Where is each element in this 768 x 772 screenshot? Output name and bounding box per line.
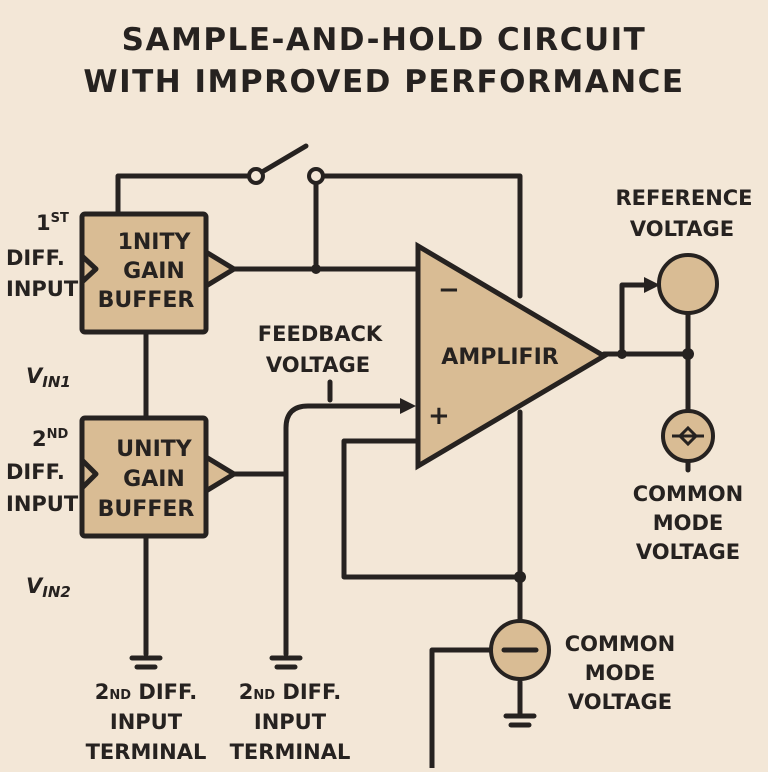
buffer-2-input-arrow-icon [79, 457, 99, 491]
inverting-input-sign: − [438, 275, 460, 305]
vin2-label: VIN2 [26, 574, 71, 601]
junction-dot [311, 264, 321, 274]
common-mode-source-right [661, 409, 715, 463]
diamond-icon [672, 425, 704, 447]
terminal-2-line-3: TERMINAL [230, 740, 351, 764]
common-mode-bottom-line-2: MODE [585, 661, 656, 685]
first-input-line-3: INPUT [6, 277, 79, 301]
terminal-1-line-2: INPUT [110, 710, 183, 734]
buffer-2-output-triangle-icon [203, 452, 239, 496]
switch-blade [259, 143, 309, 175]
wire-bottom-loop [341, 438, 523, 580]
title-line-2: WITH IMPROVED PERFORMANCE [83, 64, 684, 100]
reference-label-line-1: REFERENCE [615, 186, 752, 210]
buffer-2-line-1: UNITY [116, 437, 192, 462]
common-mode-right-line-1: COMMON [633, 482, 744, 506]
junction-dot [617, 349, 627, 359]
buffer-1-output-triangle-icon [203, 247, 239, 291]
second-input-ordinal: 2ND [32, 427, 69, 451]
buffer-1-line-2: GAIN [123, 259, 185, 284]
common-mode-bottom-line-1: COMMON [565, 632, 676, 656]
wire-switch-to-amp-top [319, 173, 523, 299]
wire-source-left-lead [429, 647, 495, 771]
wire-to-reference [619, 282, 649, 357]
unity-gain-buffer-2: UNITY GAIN BUFFER [79, 415, 239, 539]
terminal-2-line-1: 2ND DIFF. [239, 680, 341, 704]
first-diff-input-label: 1ST DIFF. INPUT [6, 211, 79, 301]
common-mode-bottom-line-3: VOLTAGE [568, 690, 672, 714]
noninverting-input-sign: + [428, 401, 450, 431]
second-diff-input-label: 2ND DIFF. INPUT [6, 427, 79, 516]
title-line-1: SAMPLE-AND-HOLD CIRCUIT [122, 22, 647, 58]
wire-buffer1-to-switch [115, 173, 251, 217]
unity-gain-buffer-1: 1NITY GAIN BUFFER [79, 211, 239, 335]
switch-contact [247, 167, 265, 185]
feedback-label-line-1: FEEDBACK [258, 322, 383, 346]
reference-label-line-2: VOLTAGE [630, 217, 734, 241]
buffer-2-line-2: GAIN [123, 467, 185, 492]
first-input-line-2: DIFF. [6, 246, 65, 270]
amplifier: − + AMPLIFIR [415, 241, 609, 471]
sample-switch [247, 143, 325, 185]
vin1-label: VIN1 [26, 364, 71, 391]
first-input-ordinal: 1ST [36, 211, 69, 235]
junction-dot [682, 348, 694, 360]
buffer-2-line-3: BUFFER [98, 497, 195, 522]
buffer-1-line-1: 1NITY [118, 230, 192, 255]
junction-dots [311, 264, 694, 583]
common-mode-right-line-3: VOLTAGE [636, 540, 740, 564]
ground-symbols [129, 655, 537, 728]
switch-contact [307, 167, 325, 185]
common-mode-right-line-2: MODE [653, 511, 724, 535]
junction-dot [514, 571, 526, 583]
reference-voltage-source [657, 253, 719, 315]
common-mode-source-bottom [489, 619, 551, 681]
ground-icon [129, 655, 163, 670]
terminal-1-label: 2ND DIFF. INPUT TERMINAL [86, 680, 207, 764]
buffer-1-input-arrow-icon [79, 253, 99, 285]
terminal-1-line-3: TERMINAL [86, 740, 207, 764]
buffer-1-line-3: BUFFER [98, 288, 195, 313]
feedback-label-line-2: VOLTAGE [266, 353, 370, 377]
terminal-2-label: 2ND DIFF. INPUT TERMINAL [230, 680, 351, 764]
noninverting-arrow-icon [400, 398, 416, 414]
amplifier-label: AMPLIFIR [441, 345, 558, 370]
wire-feedback-to-noninverting [283, 403, 407, 657]
terminal-1-line-1: 2ND DIFF. [95, 680, 197, 704]
amplifier-triangle [415, 241, 609, 471]
terminal-2-line-2: INPUT [254, 710, 327, 734]
wire-amp-output [601, 351, 691, 415]
reference-arrow-icon [644, 277, 660, 293]
second-input-line-3: INPUT [6, 492, 79, 516]
ground-icon [269, 655, 303, 670]
second-input-line-2: DIFF. [6, 460, 65, 484]
ground-icon [503, 713, 537, 728]
